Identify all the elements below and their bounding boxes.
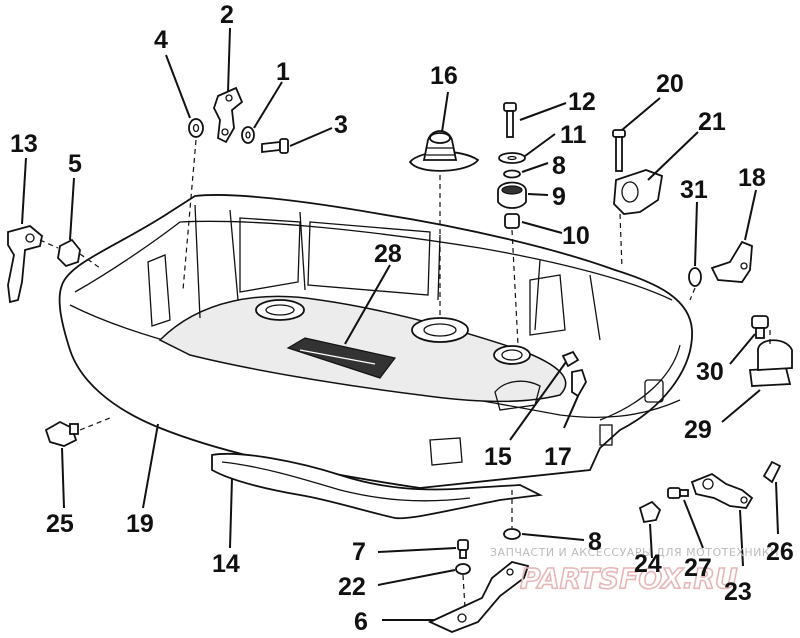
- callout-2: 2: [220, 1, 234, 29]
- callout-26: 26: [766, 538, 794, 566]
- callout-22: 22: [338, 573, 366, 601]
- part-8-washer-lower: [503, 528, 521, 540]
- callout-6: 6: [354, 608, 368, 636]
- callout-27: 27: [684, 554, 712, 582]
- part-16-grommet: [408, 130, 480, 172]
- part-8-washer-upper: [503, 169, 521, 179]
- part-30-bolt: [751, 315, 769, 339]
- callout-28: 28: [374, 240, 402, 268]
- callout-9: 9: [552, 183, 566, 211]
- part-21-bracket: [613, 169, 664, 215]
- part-29-clamp: [748, 339, 793, 387]
- callout-29: 29: [684, 416, 712, 444]
- callout-3: 3: [334, 111, 348, 139]
- part-25-knob: [44, 420, 79, 447]
- callout-4: 4: [154, 26, 168, 54]
- part-4-washer: [188, 118, 204, 138]
- part-12-bolt: [503, 102, 517, 138]
- callout-31: 31: [680, 176, 708, 204]
- part-3-screw: [261, 138, 289, 154]
- callout-12: 12: [568, 88, 596, 116]
- part-11-washer: [498, 152, 526, 164]
- callout-20: 20: [656, 70, 684, 98]
- cover-seal-14: [211, 452, 544, 520]
- callout-24: 24: [634, 550, 662, 578]
- part-24-nut: [638, 500, 662, 524]
- part-31-washer: [688, 267, 702, 287]
- callout-5: 5: [68, 150, 82, 178]
- callout-23: 23: [724, 578, 752, 606]
- callout-18: 18: [738, 164, 766, 192]
- part-18-latch: [710, 240, 753, 283]
- callout-14: 14: [212, 550, 240, 578]
- part-23-lever: [690, 472, 754, 509]
- callout-13: 13: [10, 130, 38, 158]
- callout-19: 19: [126, 510, 154, 538]
- part-1-washer: [241, 126, 255, 144]
- callout-10: 10: [562, 222, 590, 250]
- part-9-mount: [497, 181, 527, 209]
- callout-21: 21: [698, 108, 726, 136]
- assembly-lines: [39, 139, 771, 609]
- callout-30: 30: [696, 358, 724, 386]
- watermark: ЗАПЧАСТИ И АКСЕССУАРЫ ДЛЯ МОТОТЕХНИКИ PA…: [490, 546, 779, 596]
- watermark-logo: PARTSFOX.RU: [520, 562, 738, 595]
- callout-11: 11: [560, 121, 587, 149]
- part-7-screw: [457, 539, 469, 559]
- callout-7: 7: [352, 538, 366, 566]
- callout-8-lower: 8: [588, 528, 602, 556]
- callout-numbers: 4 2 1 3 13 5 16 12 11 8 9 10 20 21 31 18…: [10, 1, 794, 636]
- callout-16: 16: [430, 62, 458, 90]
- part-10-spacer: [504, 213, 520, 229]
- part-6-bracket: [427, 561, 530, 633]
- part-20-bolt: [612, 129, 626, 172]
- part-17-pin: [571, 368, 587, 398]
- callout-17: 17: [544, 443, 572, 471]
- part-27-screw: [667, 487, 689, 499]
- part-5-bushing: [57, 238, 81, 268]
- callout-15: 15: [484, 443, 512, 471]
- callout-25: 25: [46, 510, 74, 538]
- part-13-lever: [7, 225, 43, 304]
- watermark-caption: ЗАПЧАСТИ И АКСЕССУАРЫ ДЛЯ МОТОТЕХНИКИ: [490, 546, 779, 559]
- callout-1: 1: [276, 58, 290, 86]
- part-26-screw: [762, 460, 782, 484]
- callout-8-upper: 8: [552, 152, 566, 180]
- part-2-latch-hook: [213, 86, 244, 144]
- leader-lines: [21, 27, 779, 621]
- lower-engine-cover: [58, 194, 693, 489]
- part-22-washer: [455, 563, 471, 575]
